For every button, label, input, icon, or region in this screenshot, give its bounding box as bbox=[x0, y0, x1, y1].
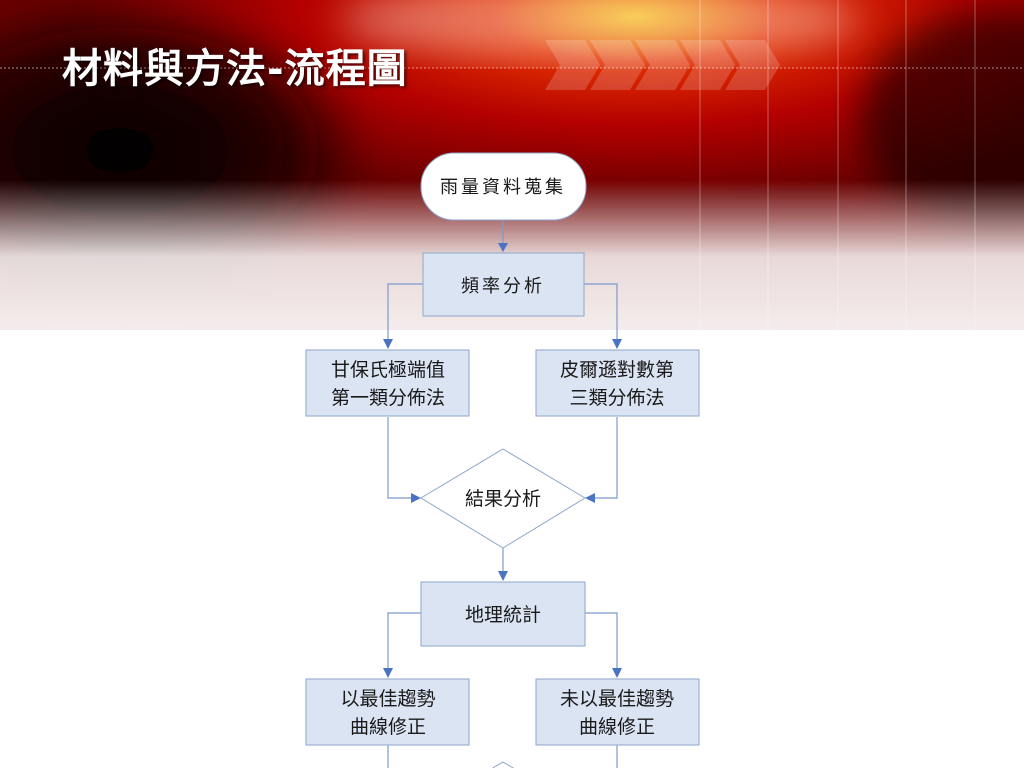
trend-corrected-line1: 以最佳趨勢 bbox=[340, 688, 435, 710]
gumbel-method-line1: 甘保氏極端值 bbox=[331, 359, 445, 381]
trend-corrected-line2: 曲線修正 bbox=[350, 716, 426, 738]
start-node-label: 雨量資料蒐集 bbox=[440, 177, 566, 198]
geostatistics-node: 地理統計 bbox=[420, 581, 586, 647]
trend-uncorrected-line1: 未以最佳趨勢 bbox=[560, 688, 674, 710]
pearson-method-line1: 皮爾遜對數第 bbox=[560, 359, 674, 381]
connectors bbox=[383, 221, 622, 768]
pearson-method-line2: 三類分佈法 bbox=[569, 387, 664, 409]
pearson-method-node: 皮爾遜對數第 三類分佈法 bbox=[535, 349, 700, 417]
frequency-analysis-label: 頻率分析 bbox=[461, 276, 545, 297]
result-analysis-label: 結果分析 bbox=[465, 488, 541, 510]
trend-uncorrected-node: 未以最佳趨勢 曲線修正 bbox=[535, 678, 700, 746]
geostatistics-label: 地理統計 bbox=[465, 604, 541, 626]
gumbel-method-line2: 第一類分佈法 bbox=[331, 387, 445, 409]
result-analysis-node: 結果分析 bbox=[420, 448, 586, 549]
trend-corrected-node: 以最佳趨勢 曲線修正 bbox=[305, 678, 470, 746]
frequency-analysis-node: 頻率分析 bbox=[422, 252, 585, 317]
gumbel-method-node: 甘保氏極端值 第一類分佈法 bbox=[305, 349, 470, 417]
trend-uncorrected-line2: 曲線修正 bbox=[579, 716, 655, 738]
next-decision-node bbox=[491, 761, 515, 768]
slide-title: 材料與方法-流程圖 bbox=[62, 45, 408, 92]
start-node: 雨量資料蒐集 bbox=[420, 152, 587, 221]
